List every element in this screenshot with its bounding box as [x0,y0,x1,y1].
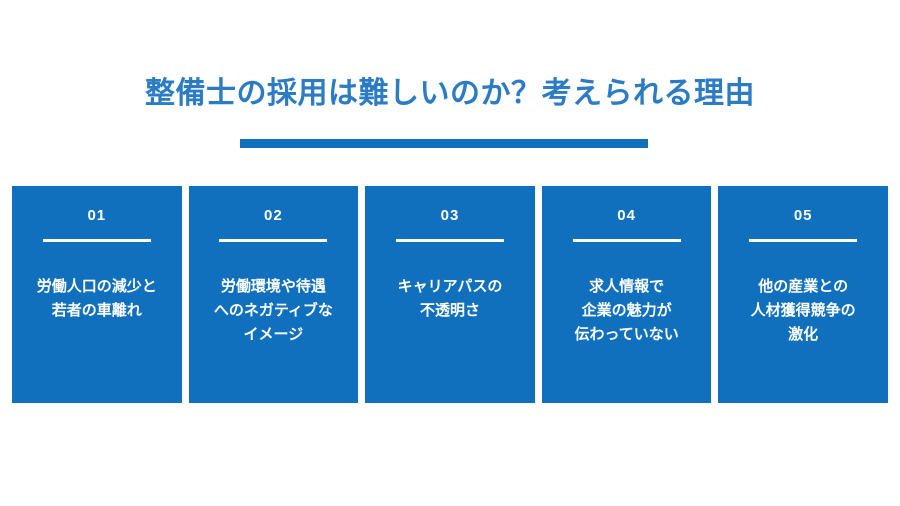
card-number: 02 [264,207,283,224]
card-number: 01 [87,207,107,224]
reason-card-row: 01 労働人口の減少と 若者の車離れ 02 労働環境や待遇 へのネガティブな イ… [12,186,888,403]
card-divider [572,239,681,242]
reason-card-01[interactable]: 01 労働人口の減少と 若者の車離れ [12,186,182,403]
card-label: 労働環境や待遇 へのネガティブな イメージ [213,278,333,343]
card-label: 求人情報で 企業の魅力が 伝わっていない [574,278,679,343]
reason-card-02[interactable]: 02 労働環境や待遇 へのネガティブな イメージ [188,186,359,403]
card-number: 04 [617,207,636,224]
card-number: 03 [440,207,460,224]
card-divider [42,239,151,242]
card-divider [749,239,858,242]
card-label: キャリアパスの 不透明さ [397,278,503,319]
card-label: 労働人口の減少と 若者の車離れ [36,278,157,319]
reason-card-03[interactable]: 03 キャリアパスの 不透明さ [365,186,535,403]
card-number: 05 [793,207,813,224]
reason-card-05[interactable]: 05 他の産業との 人材獲得競争の 激化 [718,186,888,403]
title-block: 整備士の採用は難しいのか？考えられる理由 [0,74,900,114]
page-title: 整備士の採用は難しいのか？考えられる理由 [145,77,755,110]
reason-card-04[interactable]: 04 求人情報で 企業の魅力が 伝わっていない [541,186,712,403]
card-label: 他の産業との 人材獲得競争の 激化 [750,278,856,343]
card-divider [219,239,328,242]
title-underline-bar [240,139,648,148]
card-divider [395,239,504,242]
